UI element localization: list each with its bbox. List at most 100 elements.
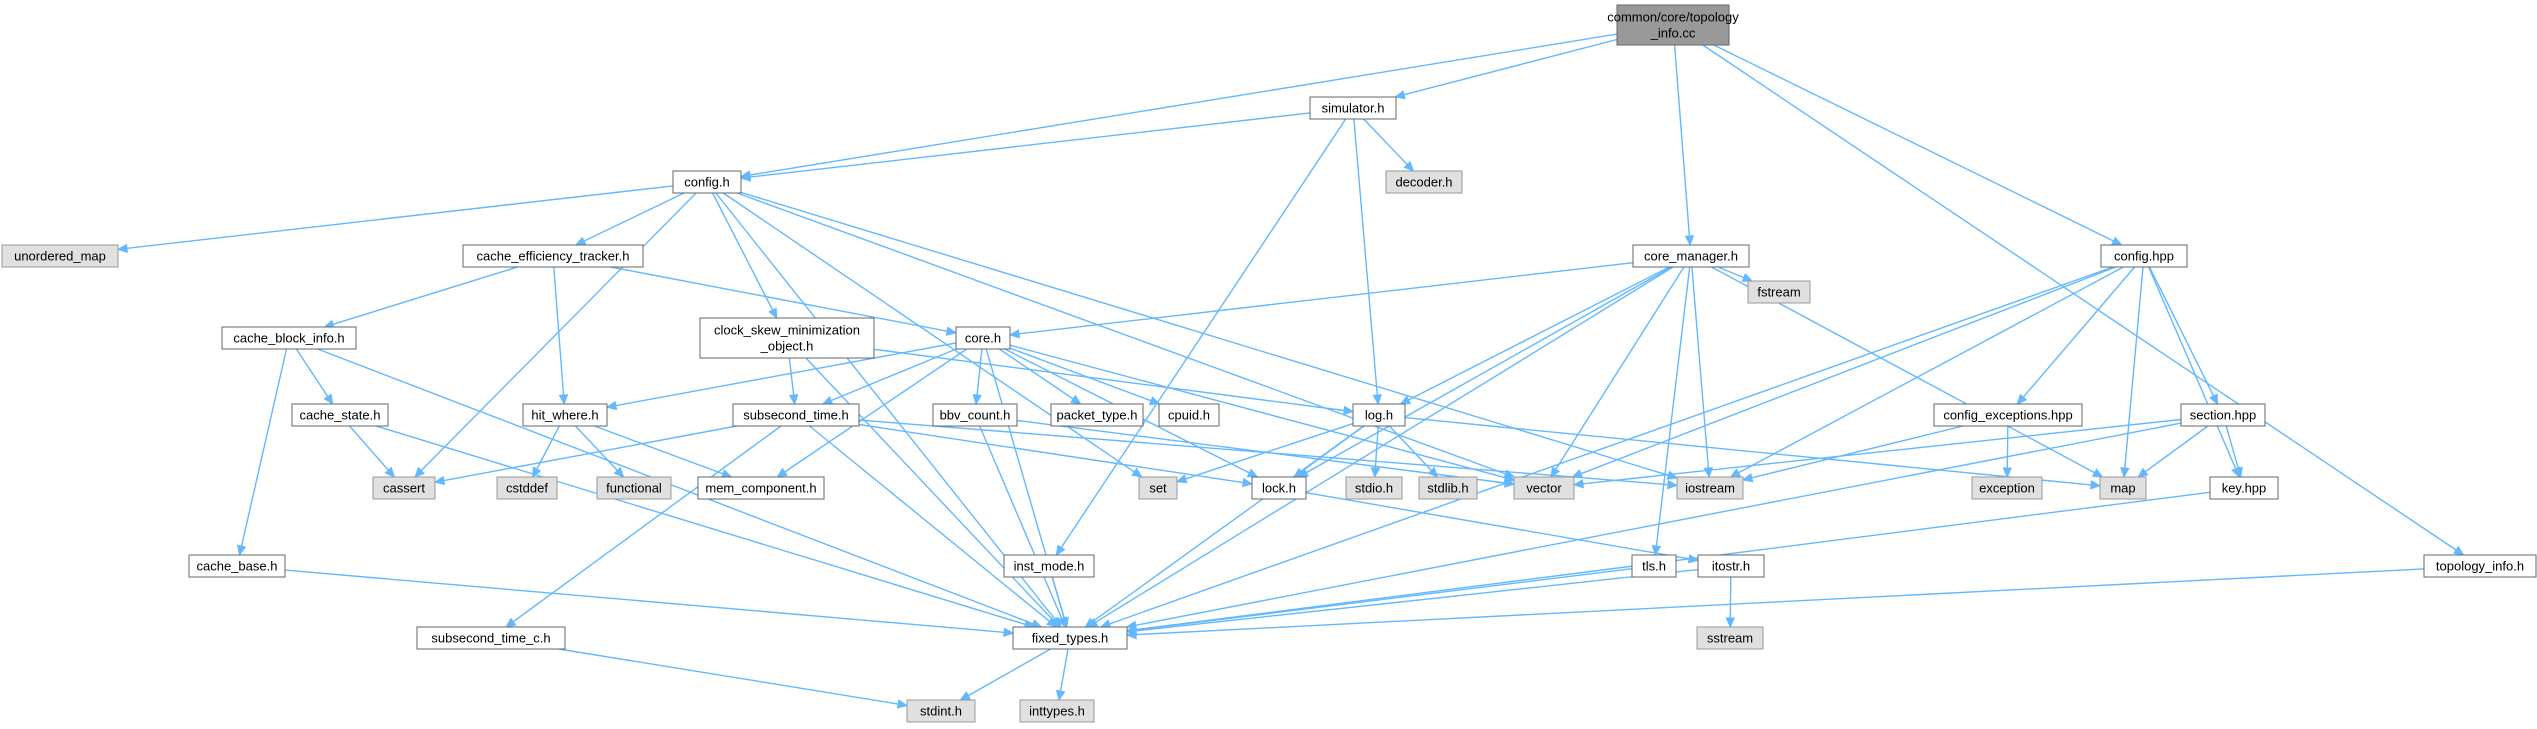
edge-arrowhead — [1125, 629, 1137, 640]
edge-line — [967, 648, 1051, 697]
edge-cache_eff-to-core_h — [610, 266, 958, 336]
edge-arrowhead — [1571, 469, 1584, 479]
node-label: mem_component.h — [705, 481, 816, 496]
node-clock-skew[interactable]: clock_skew_minimization_object.h — [699, 317, 875, 359]
node-bbv-count[interactable]: bbv_count.h — [932, 403, 1018, 427]
node-box — [1747, 280, 1811, 304]
edge-line — [858, 423, 1244, 484]
node-label: map — [2110, 481, 2135, 496]
edge-line — [809, 425, 1050, 622]
node-box — [522, 403, 608, 427]
node-label: core_manager.h — [1644, 249, 1738, 264]
node-label: subsecond_time_c.h — [431, 631, 550, 646]
node-lock-h[interactable]: lock.h — [1251, 476, 1307, 500]
edge-line — [375, 425, 1026, 626]
node-label: stdio.h — [1355, 481, 1393, 496]
node-label: iostream — [1685, 481, 1735, 496]
node-label: tls.h — [1642, 559, 1666, 574]
node-label: fixed_types.h — [1032, 631, 1109, 646]
node-subsecond-time[interactable]: subsecond_time.h — [732, 403, 860, 427]
node-box — [1696, 626, 1764, 650]
node-label: cache_efficiency_tracker.h — [477, 249, 630, 264]
node-config-hpp[interactable]: config.hpp — [2100, 244, 2188, 268]
node-root[interactable]: common/core/topology_info.cc — [1607, 4, 1739, 46]
edge-arrowhead — [323, 393, 334, 406]
edge-line — [1691, 266, 1710, 469]
node-subsecond-time-c[interactable]: subsecond_time_c.h — [416, 626, 566, 650]
edge-line — [715, 192, 1057, 621]
node-inst-mode[interactable]: inst_mode.h — [1003, 554, 1095, 578]
node-box — [1385, 170, 1463, 194]
node-box — [188, 554, 286, 578]
node-label: core.h — [965, 331, 1001, 346]
node-section[interactable]: section.hpp — [2180, 403, 2266, 427]
edge-cache_block-to-cache_base — [236, 348, 288, 557]
node-packet-type[interactable]: packet_type.h — [1050, 403, 1144, 427]
node-box — [906, 699, 976, 723]
edge-fixed_types-to-stdint — [959, 648, 1051, 701]
node-cache-eff[interactable]: cache_efficiency_tracker.h — [462, 244, 644, 268]
node-box — [1513, 476, 1575, 500]
node-mem-component[interactable]: mem_component.h — [697, 476, 825, 500]
edge-line — [553, 266, 565, 396]
node-box — [2180, 403, 2266, 427]
edge-config_hpp-to-section — [2148, 266, 2219, 406]
edge-arrowhead — [1427, 466, 1439, 478]
edge-arrowhead — [1403, 160, 1415, 172]
edge-root-to-topology_info_h — [1702, 44, 2465, 556]
edge-root-to-config_h — [739, 33, 1618, 180]
node-fixed-types[interactable]: fixed_types.h — [1012, 626, 1128, 650]
edge-log_h-to-map — [1404, 416, 2102, 490]
node-box — [1616, 4, 1730, 46]
node-box — [1251, 476, 1307, 500]
edge-line — [1702, 44, 2457, 551]
edge-config_hpp-to-map — [2120, 266, 2144, 479]
node-core-manager[interactable]: core_manager.h — [1632, 244, 1750, 268]
edge-arrowhead — [2016, 393, 2028, 405]
node-topology-info-h[interactable]: topology_info.h — [2423, 554, 2537, 578]
node-cache-state[interactable]: cache_state.h — [291, 403, 389, 427]
edge-line — [2148, 266, 2237, 469]
node-label: set — [1149, 481, 1167, 496]
edge-core_manager-to-core_h — [1008, 262, 1634, 339]
node-box — [372, 476, 436, 500]
node-simulator[interactable]: simulator.h — [1309, 96, 1397, 120]
node-hit-where[interactable]: hit_where.h — [522, 403, 608, 427]
edge-line — [583, 192, 685, 242]
node-itostr[interactable]: itostr.h — [1697, 554, 1765, 578]
edge-line — [784, 348, 968, 473]
edge-line — [126, 185, 674, 249]
node-exception: exception — [1971, 476, 2043, 500]
node-box — [699, 317, 875, 359]
edge-arrowhead — [2002, 467, 2013, 479]
node-tls[interactable]: tls.h — [1631, 554, 1677, 578]
edge-arrowhead — [2091, 468, 2104, 478]
node-cache-base[interactable]: cache_base.h — [188, 554, 286, 578]
edge-line — [1185, 422, 1354, 480]
edge-arrowhead — [1070, 394, 1082, 405]
edge-line — [1018, 262, 1634, 335]
node-cpuid[interactable]: cpuid.h — [1158, 403, 1220, 427]
edge-cache_state-to-fixed_types — [375, 425, 1036, 629]
edge-arrowhead — [2120, 467, 2130, 479]
node-cache-block[interactable]: cache_block_info.h — [221, 326, 357, 350]
node-box — [496, 476, 558, 500]
edge-line — [976, 348, 983, 396]
node-config-h[interactable]: config.h — [672, 170, 742, 194]
node-label: common/core/topology — [1607, 10, 1739, 25]
edge-line — [1673, 44, 1691, 237]
edge-arrowhead — [384, 466, 396, 478]
edge-arrowhead — [2453, 545, 2465, 556]
node-key-hpp[interactable]: key.hpp — [2209, 476, 2279, 500]
edge-line — [1580, 266, 2116, 475]
edge-line — [512, 425, 782, 623]
edge-root-to-config_hpp — [1713, 44, 2123, 246]
node-config-exc[interactable]: config_exceptions.hpp — [1933, 403, 2083, 427]
edge-line — [295, 348, 329, 397]
node-box — [732, 403, 860, 427]
node-log-h[interactable]: log.h — [1352, 403, 1406, 427]
edge-line — [1404, 416, 2092, 486]
node-core-h[interactable]: core.h — [955, 326, 1011, 350]
node-label: lock.h — [1262, 481, 1296, 496]
